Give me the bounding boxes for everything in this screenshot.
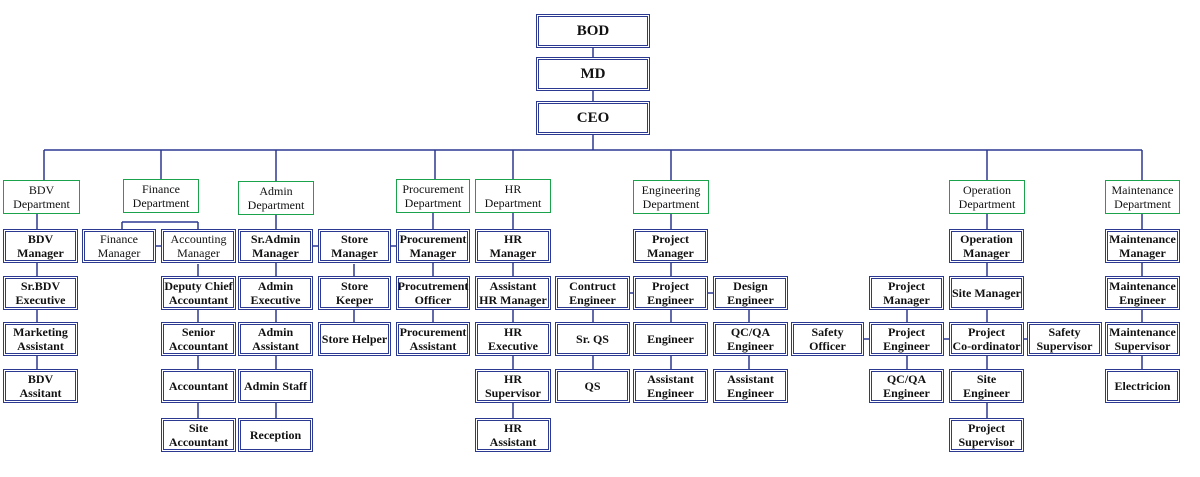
role-store-helper: Store Helper xyxy=(318,322,391,356)
role-site-manager: Site Manager xyxy=(949,276,1024,310)
ceo-box: CEO xyxy=(536,101,650,135)
role-reception: Reception xyxy=(238,418,313,452)
role-engineer: Engineer xyxy=(633,322,708,356)
role-safety-officer: Safety Officer xyxy=(791,322,864,356)
role-sr-qs: Sr. QS xyxy=(555,322,630,356)
md-box: MD xyxy=(536,57,650,91)
bod-box: BOD xyxy=(536,14,650,48)
role-electrician: Electricion xyxy=(1105,369,1180,403)
role-store-keeper: Store Keeper xyxy=(318,276,391,310)
role-admin-staff: Admin Staff xyxy=(238,369,313,403)
role-accountant: Accountant xyxy=(161,369,236,403)
role-qs: QS xyxy=(555,369,630,403)
